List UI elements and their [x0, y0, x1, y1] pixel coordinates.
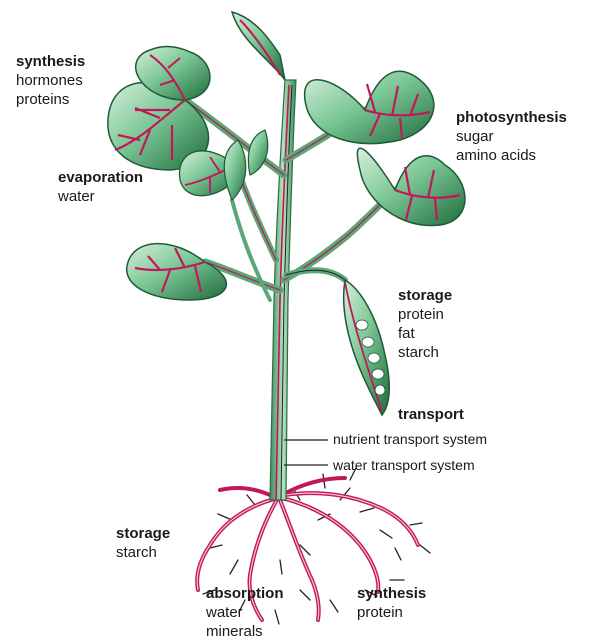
heading-storage-pod: storage	[398, 286, 452, 305]
leaf-top	[232, 12, 285, 80]
item: proteins	[16, 90, 85, 109]
item: protein	[357, 603, 426, 622]
heading-transport: transport	[398, 405, 464, 424]
item: nutrient transport system	[333, 430, 487, 449]
leaf-top-right	[305, 71, 434, 143]
item: sugar	[456, 127, 567, 146]
label-transport-heading: transport	[398, 405, 464, 424]
heading-synthesis-top: synthesis	[16, 52, 85, 71]
item: water	[58, 187, 143, 206]
heading-storage-root: storage	[116, 524, 170, 543]
heading-evaporation: evaporation	[58, 168, 143, 187]
heading-photosynthesis: photosynthesis	[456, 108, 567, 127]
heading-absorption: absorption	[206, 584, 284, 603]
item: water	[206, 603, 284, 622]
leaf-lower-left	[127, 244, 227, 300]
label-photosynthesis: photosynthesis sugar amino acids	[456, 108, 567, 165]
label-storage-root: storage starch	[116, 524, 170, 562]
seed-pod	[344, 280, 390, 415]
label-nutrient-transport: nutrient transport system	[333, 430, 487, 449]
item: hormones	[16, 71, 85, 90]
item: amino acids	[456, 146, 567, 165]
label-absorption: absorption water minerals	[206, 584, 284, 641]
item: protein	[398, 305, 452, 324]
label-synthesis-root: synthesis protein	[357, 584, 426, 622]
item: fat	[398, 324, 452, 343]
heading-synthesis-root: synthesis	[357, 584, 426, 603]
label-storage-pod: storage protein fat starch	[398, 286, 452, 362]
item: starch	[398, 343, 452, 362]
item: starch	[116, 543, 170, 562]
transport-leader-lines	[284, 440, 328, 465]
label-evaporation: evaporation water	[58, 168, 143, 206]
item: water transport system	[333, 456, 475, 475]
label-water-transport: water transport system	[333, 456, 475, 475]
label-synthesis-top: synthesis hormones proteins	[16, 52, 85, 109]
item: minerals	[206, 622, 284, 641]
